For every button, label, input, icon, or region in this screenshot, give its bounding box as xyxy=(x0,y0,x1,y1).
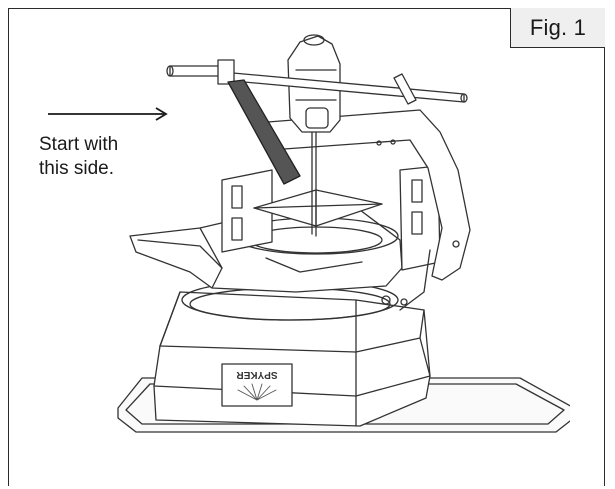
figure-label-text: Fig. 1 xyxy=(529,14,587,40)
side-plate-left xyxy=(221,169,273,253)
right-arrow-icon xyxy=(48,107,168,121)
handle-shaft xyxy=(227,79,301,185)
arched-frame xyxy=(267,109,471,281)
instruction-caption: Start with this side. xyxy=(39,133,199,181)
axle xyxy=(221,71,465,103)
figure-label: Fig. 1 xyxy=(510,8,605,48)
spyker-brand-text: SPYKER xyxy=(236,369,278,380)
spreader-illustration: SPYKER xyxy=(117,34,570,433)
caption-line-2: this side. xyxy=(39,158,114,179)
caption-line-1: Start with xyxy=(39,134,119,155)
